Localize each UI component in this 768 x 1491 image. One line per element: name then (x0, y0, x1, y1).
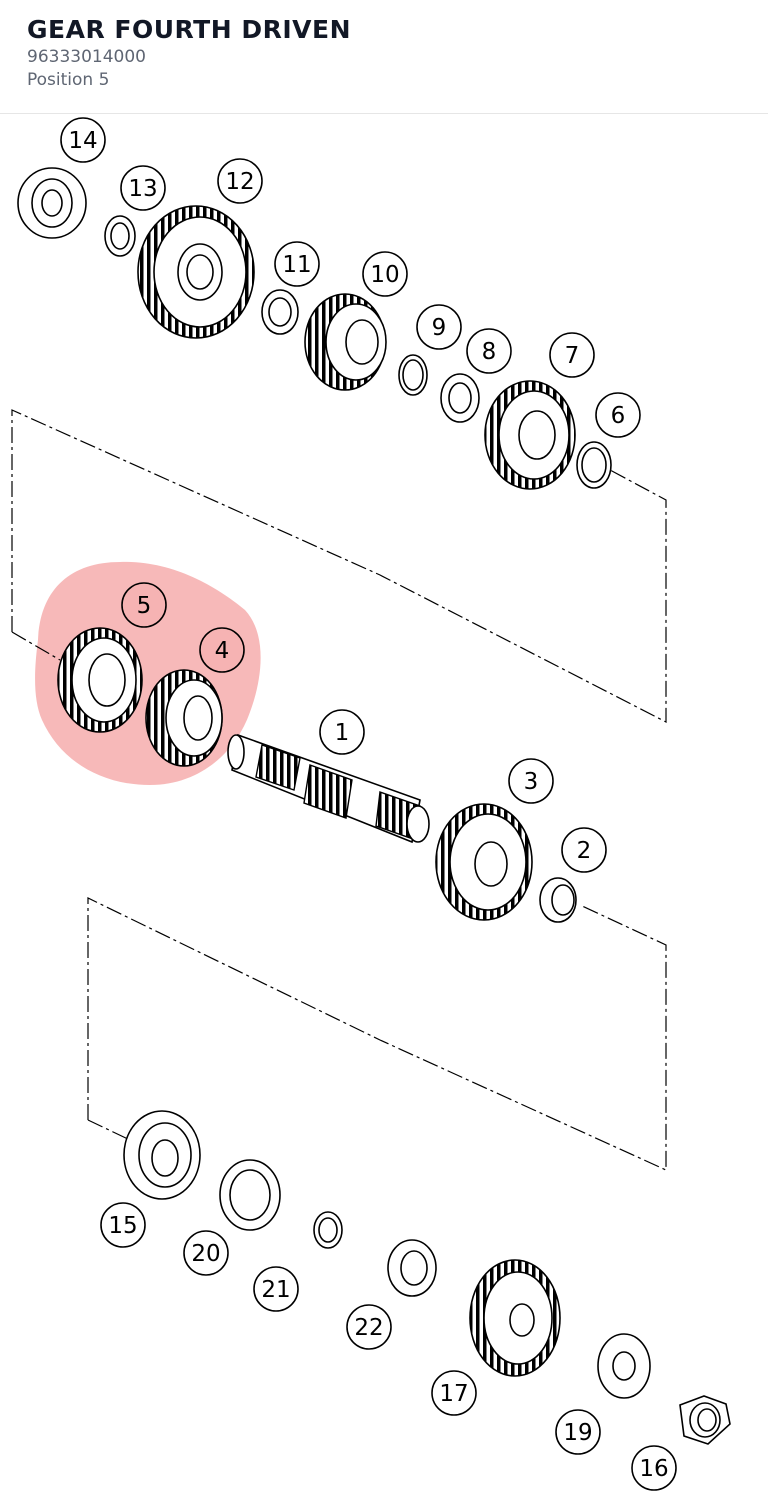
part-4-gear (145, 669, 223, 767)
callout-19[interactable]: 19 (555, 1409, 601, 1455)
callout-17[interactable]: 17 (431, 1370, 477, 1416)
callout-label: 19 (563, 1420, 592, 1446)
callout-5[interactable]: 5 (121, 582, 167, 628)
callout-label: 14 (68, 128, 97, 154)
callout-3[interactable]: 3 (508, 758, 554, 804)
callout-label: 10 (370, 262, 399, 288)
callout-9[interactable]: 9 (416, 304, 462, 350)
assembly-line-upper-end (11, 631, 61, 661)
part-10-gear (304, 293, 387, 391)
callout-label: 5 (137, 593, 152, 619)
part-3-gear (435, 803, 533, 921)
callout-label: 13 (128, 176, 157, 202)
assembly-line-lower (87, 897, 667, 1171)
callout-label: 1 (335, 720, 350, 746)
assembly-line-lower-end (87, 1119, 131, 1141)
callout-label: 22 (354, 1315, 383, 1341)
part-21-oring (313, 1211, 343, 1249)
callout-label: 7 (565, 343, 580, 369)
callout-6[interactable]: 6 (595, 392, 641, 438)
callout-4[interactable]: 4 (199, 627, 245, 673)
assembly-line-upper (11, 409, 667, 723)
callout-20[interactable]: 20 (183, 1230, 229, 1276)
part-22-spacer (387, 1239, 437, 1297)
callout-15[interactable]: 15 (100, 1202, 146, 1248)
callout-label: 20 (191, 1241, 220, 1267)
callout-21[interactable]: 21 (253, 1266, 299, 1312)
callout-label: 4 (215, 638, 230, 664)
callout-12[interactable]: 12 (217, 158, 263, 204)
part-7-gear (484, 380, 576, 490)
callout-label: 21 (261, 1277, 290, 1303)
callout-10[interactable]: 10 (362, 251, 408, 297)
part-1-shaft (227, 733, 430, 844)
position-label: Position 5 (27, 70, 110, 90)
callout-label: 2 (577, 838, 592, 864)
part-15-bearing (123, 1110, 201, 1200)
part-5-gear (57, 627, 143, 733)
callout-label: 6 (611, 403, 626, 429)
part-19-lockwasher (597, 1333, 651, 1399)
part-11-bushing (261, 289, 299, 335)
callout-22[interactable]: 22 (346, 1304, 392, 1350)
callout-label: 11 (282, 252, 311, 278)
callout-1[interactable]: 1 (319, 709, 365, 755)
part-14-bearing (17, 167, 87, 239)
callout-label: 12 (225, 169, 254, 195)
part-17-sprocket (469, 1259, 561, 1377)
callout-label: 3 (524, 769, 539, 795)
part-9-ring (398, 354, 428, 396)
part-20-seal (219, 1159, 281, 1231)
callout-13[interactable]: 13 (120, 165, 166, 211)
callout-2[interactable]: 2 (561, 827, 607, 873)
callout-label: 9 (432, 315, 447, 341)
part-8-bushing (440, 373, 480, 423)
part-number: 96333014000 (27, 47, 146, 67)
header: GEAR FOURTH DRIVEN 96333014000 Position … (0, 0, 768, 114)
callout-label: 15 (108, 1213, 137, 1239)
callout-label: 8 (482, 339, 497, 365)
callout-11[interactable]: 11 (274, 241, 320, 287)
callout-label: 16 (639, 1456, 668, 1482)
part-13-washer (104, 215, 136, 257)
part-12-gear (137, 205, 255, 339)
callout-label: 17 (439, 1381, 468, 1407)
part-16-nut (679, 1395, 731, 1445)
part-2-bushing (539, 877, 577, 923)
callout-16[interactable]: 16 (631, 1445, 677, 1491)
part-title: GEAR FOURTH DRIVEN (27, 15, 351, 44)
callout-7[interactable]: 7 (549, 332, 595, 378)
callout-14[interactable]: 14 (60, 117, 106, 163)
callout-8[interactable]: 8 (466, 328, 512, 374)
part-6-washer (576, 441, 612, 489)
